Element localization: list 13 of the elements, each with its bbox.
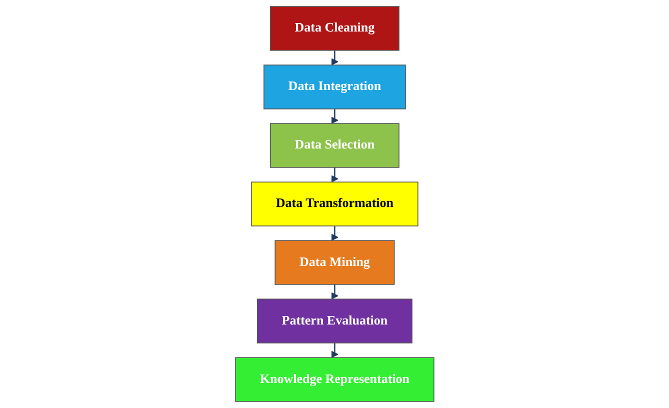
arrow: [330, 50, 338, 66]
arrow: [330, 284, 338, 300]
node-box: Knowledge Representation: [234, 357, 434, 402]
node-box: Data Mining: [274, 240, 394, 285]
node-box: Data Transformation: [250, 182, 418, 226]
arrow: [330, 225, 338, 241]
arrow: [330, 166, 338, 182]
node-box: Data Selection: [270, 123, 400, 168]
arrow: [330, 108, 338, 124]
arrow: [330, 342, 338, 358]
node-box: Pattern Evaluation: [256, 298, 412, 344]
node-box: Data Integration: [263, 64, 406, 110]
node-box: Data Cleaning: [270, 6, 400, 51]
